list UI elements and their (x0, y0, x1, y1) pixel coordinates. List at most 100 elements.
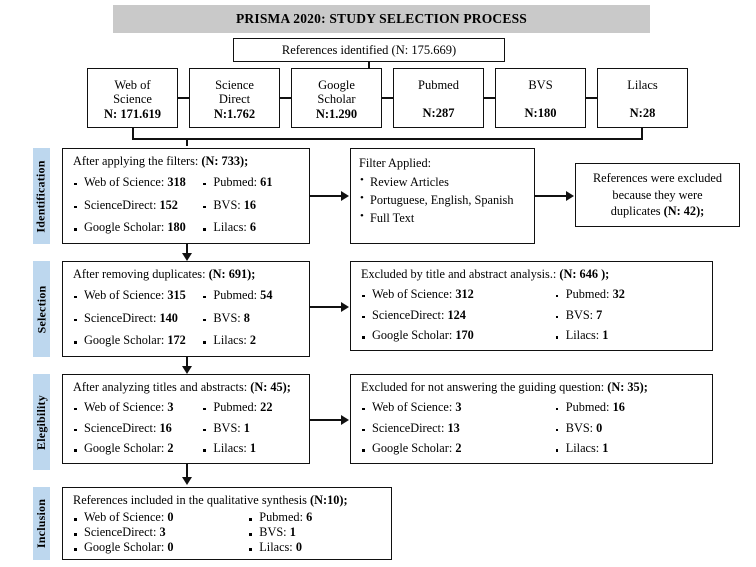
arrow-head-down (182, 253, 192, 261)
selection-header-count: (N: 691); (208, 267, 256, 281)
connector-identification-down (186, 244, 188, 255)
references-identified-box: References identified (N: 175.669) (233, 38, 505, 62)
list-item: ScienceDirect: 3 (71, 526, 246, 539)
source-name-line2: Science (113, 91, 152, 106)
list-item: Lilacs: 1 (553, 442, 705, 455)
item-label: Web of Science: (84, 287, 168, 302)
list-item: BVS: 8 (200, 311, 302, 325)
stage-label-text: Selection (34, 285, 49, 333)
item-label: Pubmed: (213, 399, 261, 414)
connector-eligibility-down (186, 464, 188, 482)
item-value: 2 (249, 333, 257, 348)
item-value: 124 (447, 307, 466, 322)
item-value: 0 (295, 540, 302, 555)
item-label: Google Scholar: (372, 441, 456, 456)
inclusion-header-text: References included in the qualitative s… (73, 493, 310, 507)
eligibility-box: After analyzing titles and abstracts: (N… (62, 374, 310, 464)
item-label: Google Scholar: (84, 333, 168, 348)
list-item: Pubmed: 16 (553, 399, 705, 414)
list-item: Web of Science: 3 (359, 400, 553, 414)
item-label: BVS: (213, 420, 244, 435)
item-value: 1 (289, 525, 296, 540)
connector-src5-src6 (586, 97, 597, 99)
list-item: Pubmed: 22 (200, 399, 302, 414)
source-box-lilacs: Lilacs N:28 (597, 68, 688, 128)
item-value: 170 (455, 328, 474, 343)
stage-label-inclusion: Inclusion (33, 487, 50, 560)
item-value: 0 (167, 510, 174, 525)
list-item: ScienceDirect: 13 (359, 420, 553, 435)
connector-identification-to-filter (310, 195, 342, 197)
identification-box: After applying the filters: (N: 733); We… (62, 148, 310, 244)
item-value: 16 (159, 420, 172, 435)
duplicates-line-2: because they were (612, 187, 703, 202)
list-item: Google Scholar: 170 (359, 329, 553, 342)
duplicates-excluded-box: References were excluded because they we… (575, 163, 740, 227)
source-box-science-direct: Science Direct N:1.762 (189, 68, 280, 128)
item-label: Google Scholar: (372, 328, 456, 343)
source-count: N:287 (422, 106, 455, 120)
item-label: Pubmed: (259, 510, 307, 525)
item-value: 54 (260, 287, 273, 302)
item-value: 22 (260, 399, 273, 414)
item-value: 1 (602, 441, 609, 456)
connector-rail-to-identification (186, 138, 188, 146)
item-label: Google Scholar: (84, 540, 168, 555)
item-label: Google Scholar: (84, 441, 168, 456)
item-label: Google Scholar: (84, 220, 168, 235)
connector-selection-down (186, 357, 188, 369)
source-name-line1: Pubmed (418, 78, 459, 92)
list-item: Google Scholar: 172 (71, 334, 200, 347)
item-value: 1 (243, 420, 250, 435)
item-value: 61 (260, 174, 273, 189)
excluded-guiding-header: Excluded for not answering the guiding q… (361, 380, 705, 395)
source-box-pubmed: Pubmed N:287 (393, 68, 484, 128)
list-item: BVS: 0 (553, 420, 705, 435)
filter-applied-header: Filter Applied: (359, 156, 432, 170)
inclusion-header-count: (N:10); (310, 493, 348, 507)
item-label: ScienceDirect: (84, 420, 160, 435)
item-label: Pubmed: (565, 286, 613, 301)
item-label: ScienceDirect: (372, 420, 448, 435)
connector-src1-src2 (178, 97, 189, 99)
filter-item: Portuguese, English, Spanish (359, 191, 526, 210)
item-label: Web of Science: (84, 174, 168, 189)
connector-topbox-down (368, 62, 370, 68)
item-value: 6 (249, 220, 257, 235)
list-item: Google Scholar: 2 (359, 442, 553, 455)
item-label: Pubmed: (213, 174, 261, 189)
item-value: 180 (167, 220, 186, 235)
selection-header-text: After removing duplicates: (73, 267, 209, 281)
arrow-head-down (182, 366, 192, 374)
source-count: N:1.762 (213, 106, 256, 121)
item-value: 315 (167, 287, 186, 302)
item-label: ScienceDirect: (84, 197, 160, 212)
item-label: Lilacs: (213, 220, 250, 235)
identification-header-text: After applying the filters: (73, 154, 202, 168)
list-item: Pubmed: 6 (246, 511, 384, 524)
connector-src-down-left (132, 128, 134, 138)
arrow-head-right (566, 191, 574, 201)
list-item: Google Scholar: 180 (71, 221, 200, 234)
stage-label-identification: Identification (33, 148, 50, 244)
eligibility-header-text: After analyzing titles and abstracts: (73, 380, 251, 394)
item-value: 0 (596, 420, 603, 435)
stage-label-selection: Selection (33, 261, 50, 357)
item-value: 312 (455, 286, 474, 301)
item-label: Lilacs: (213, 441, 250, 456)
item-value: 7 (596, 307, 603, 322)
source-name-line1: Google (318, 77, 355, 92)
duplicates-count: (N: 42); (663, 204, 705, 219)
excluded-guiding-header-count: (N: 35); (607, 380, 648, 394)
item-value: 1 (602, 328, 609, 343)
item-label: Pubmed: (565, 399, 613, 414)
list-item: Pubmed: 61 (200, 174, 302, 189)
source-box-bvs: BVS N:180 (495, 68, 586, 128)
item-label: BVS: (213, 197, 244, 212)
excluded-title-header-text: Excluded by title and abstract analysis.… (361, 267, 560, 281)
arrow-head-down (182, 477, 192, 485)
item-label: Web of Science: (84, 399, 168, 414)
source-name-line1: Lilacs (627, 78, 658, 92)
stage-label-elegibility: Elegibility (33, 374, 50, 470)
